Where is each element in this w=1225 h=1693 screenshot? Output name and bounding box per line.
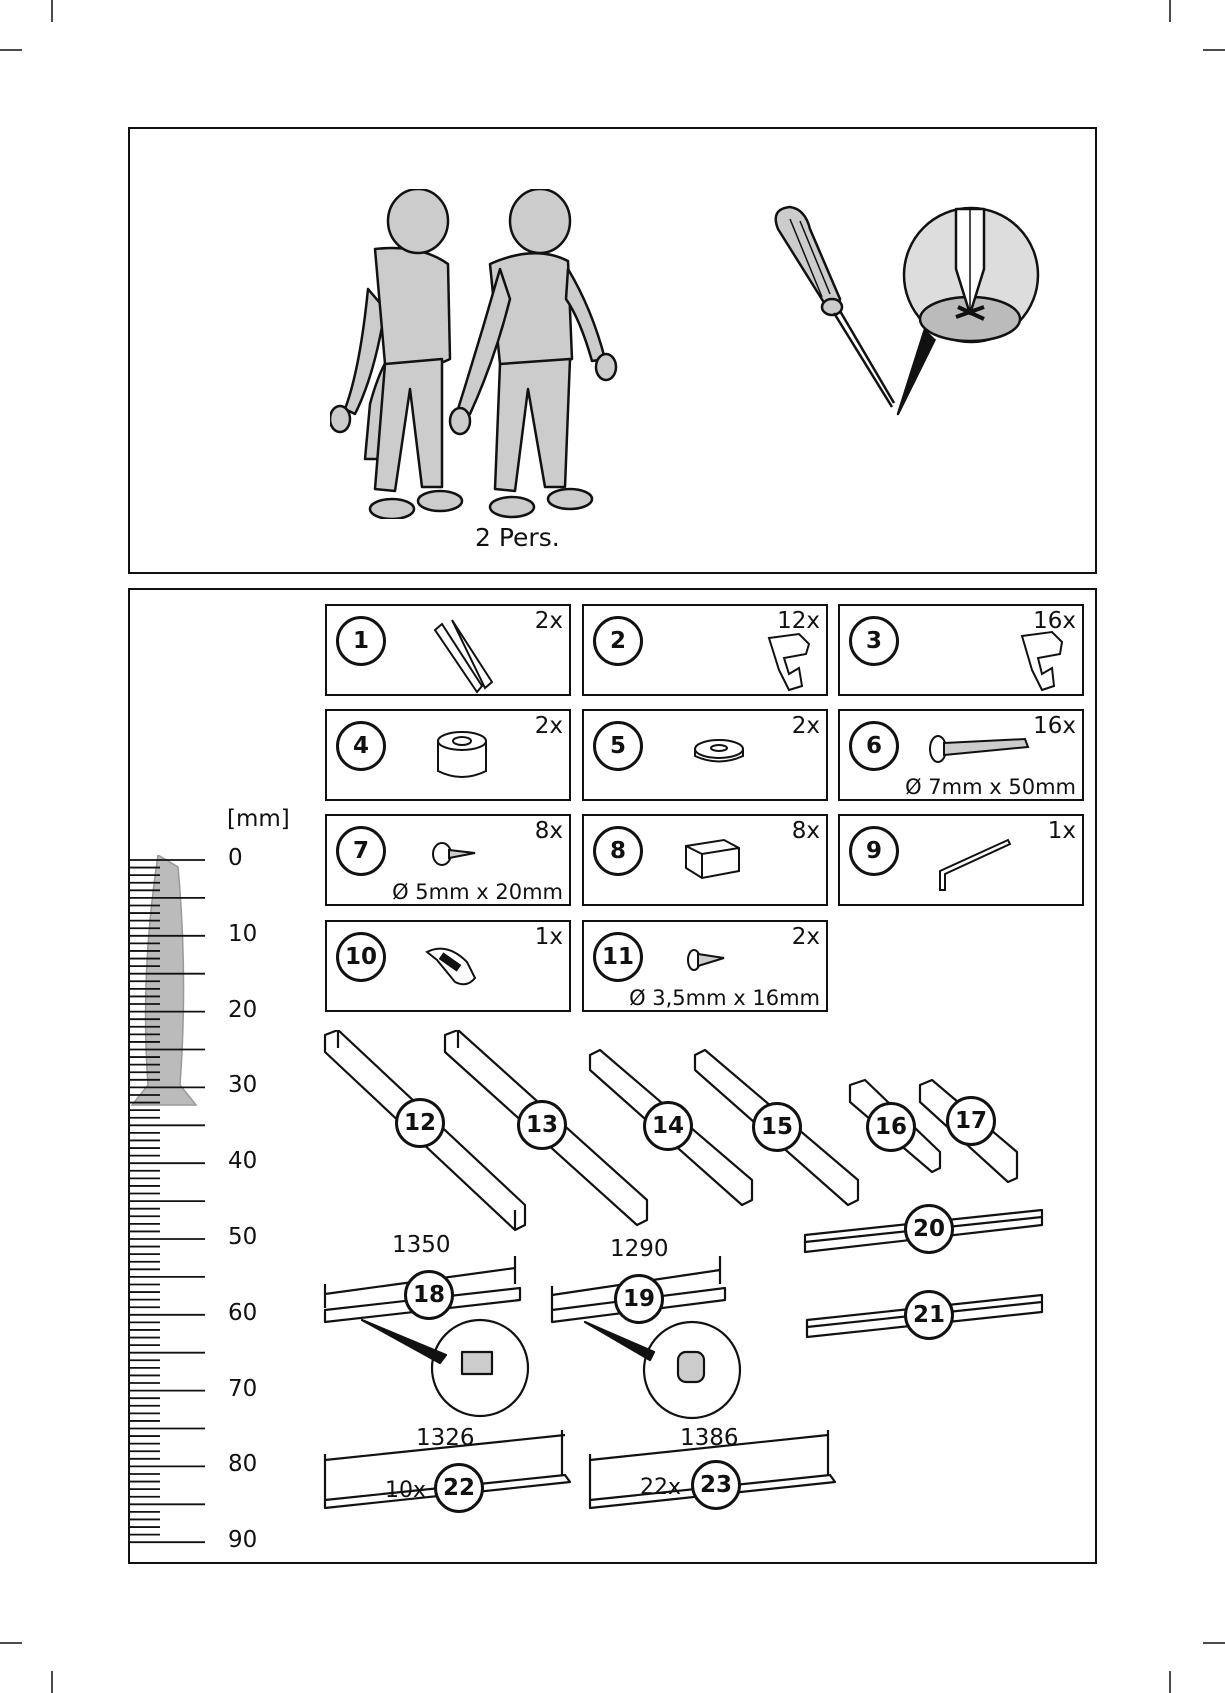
part-quantity: 16x [1033, 608, 1076, 634]
part-number: 6 [849, 721, 899, 771]
part-box: 7 8x Ø 5mm x 20mm [325, 814, 571, 906]
part-box: 4 2x [325, 709, 571, 801]
persons-label: 2 Pers. [475, 523, 560, 552]
part-quantity: 2x [535, 608, 563, 634]
part-quantity: 8x [535, 818, 563, 844]
part-box: 10 1x [325, 920, 571, 1012]
part-callout-13: 13 [517, 1100, 567, 1150]
part-number: 8 [593, 826, 643, 876]
part-quantity: 1x [535, 924, 563, 950]
part-box: 1 2x [325, 604, 571, 696]
ruler-tick-label: 70 [228, 1376, 257, 1402]
part-callout-12: 12 [395, 1098, 445, 1148]
count-label: 22x [640, 1475, 681, 1500]
screwdriver-icon [770, 189, 1070, 419]
ruler-tick-label: 50 [228, 1224, 257, 1250]
part-dimension: Ø 3,5mm x 16mm [629, 986, 820, 1010]
ruler-tick-label: 80 [228, 1451, 257, 1477]
part-number: 10 [336, 932, 386, 982]
part-callout-20: 20 [904, 1204, 954, 1254]
length-label: 1290 [610, 1236, 669, 1262]
part-number: 4 [336, 721, 386, 771]
part-quantity: 16x [1033, 713, 1076, 739]
part-number: 9 [849, 826, 899, 876]
ruler-unit: [mm] [227, 806, 290, 832]
part-number: 11 [593, 932, 643, 982]
part-quantity: 2x [792, 924, 820, 950]
ruler-tick-label: 20 [228, 997, 257, 1023]
part-dimension: Ø 7mm x 50mm [905, 775, 1076, 799]
part-quantity: 2x [792, 713, 820, 739]
ruler-tick-label: 30 [228, 1072, 257, 1098]
ruler-tick-label: 10 [228, 921, 257, 947]
part-dimension: Ø 5mm x 20mm [392, 880, 563, 904]
ruler-tick-label: 60 [228, 1300, 257, 1326]
length-label: 1326 [416, 1425, 475, 1451]
part-callout-22: 22 [434, 1463, 484, 1513]
ruler-tick-label: 0 [228, 845, 243, 871]
ruler-tick-label: 40 [228, 1148, 257, 1174]
part-callout-15: 15 [752, 1102, 802, 1152]
part-quantity: 1x [1048, 818, 1076, 844]
part-box: 9 1x [838, 814, 1084, 906]
part-callout-19: 19 [614, 1274, 664, 1324]
part-number: 1 [336, 616, 386, 666]
part-quantity: 2x [535, 713, 563, 739]
length-label: 1386 [680, 1425, 739, 1451]
tools-panel: 2 Pers. [128, 127, 1097, 574]
part-callout-18: 18 [404, 1270, 454, 1320]
part-box: 3 16x [838, 604, 1084, 696]
two-persons-illustration [330, 189, 650, 519]
part-box: 8 8x [582, 814, 828, 906]
part-box: 11 2x Ø 3,5mm x 16mm [582, 920, 828, 1012]
part-quantity: 12x [777, 608, 820, 634]
ruler-tick-label: 90 [228, 1527, 257, 1553]
part-callout-16: 16 [866, 1102, 916, 1152]
part-number: 7 [336, 826, 386, 876]
part-box: 6 16x Ø 7mm x 50mm [838, 709, 1084, 801]
part-callout-23: 23 [691, 1460, 741, 1510]
part-callout-14: 14 [643, 1101, 693, 1151]
part-callout-21: 21 [904, 1290, 954, 1340]
count-label: 10x [385, 1478, 426, 1503]
part-number: 5 [593, 721, 643, 771]
part-number: 2 [593, 616, 643, 666]
part-box: 5 2x [582, 709, 828, 801]
screw-ruler [130, 855, 210, 1555]
part-box: 2 12x [582, 604, 828, 696]
part-number: 3 [849, 616, 899, 666]
part-callout-17: 17 [946, 1096, 996, 1146]
length-label: 1350 [392, 1232, 451, 1258]
part-quantity: 8x [792, 818, 820, 844]
